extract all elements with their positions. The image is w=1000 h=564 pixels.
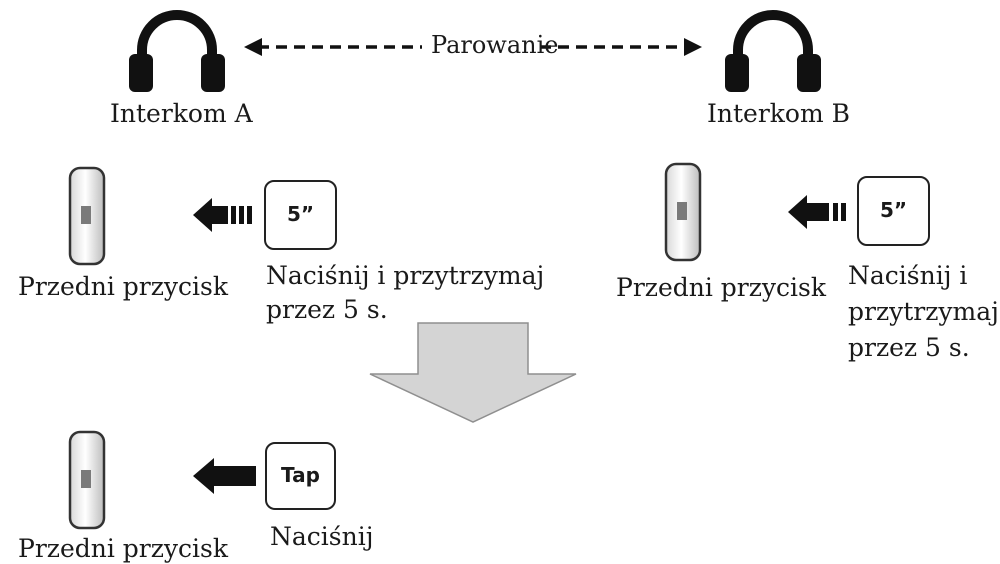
down-arrow-icon — [369, 322, 577, 423]
hold-key-box — [264, 180, 337, 250]
front-button-icon — [664, 162, 702, 262]
hold-instruction-line: przytrzymaj — [848, 297, 999, 326]
front-button-label: Przedni przycisk — [18, 534, 229, 563]
front-button-icon — [68, 166, 106, 266]
tap-key-box — [265, 442, 336, 510]
hold-key-box — [857, 176, 930, 246]
press-arrow-icon — [193, 198, 252, 232]
tap-key-label: Tap — [281, 463, 320, 487]
press-arrow-icon — [193, 458, 256, 494]
front-button-label: Przedni przycisk — [18, 272, 229, 301]
front-button-label: Przedni przycisk — [616, 273, 827, 302]
tap-instruction: Naciśnij — [270, 522, 374, 551]
hold-instruction-line: przez 5 s. — [266, 295, 388, 324]
intercom-b-label: Interkom B — [707, 99, 850, 128]
hold-instruction-line: Naciśnij i przytrzymaj — [266, 261, 545, 290]
hold-instruction-line: przez 5 s. — [848, 333, 970, 362]
hold-instruction-line: Naciśnij i — [848, 261, 968, 290]
hold-key-label: 5” — [286, 202, 315, 226]
hold-key-label: 5” — [879, 198, 908, 222]
front-button-icon — [68, 430, 106, 530]
press-arrow-icon — [788, 195, 846, 229]
headset-a-icon — [129, 10, 225, 92]
pairing-double-arrow — [244, 38, 702, 56]
pairing-label: Parowanie — [431, 31, 559, 59]
intercom-a-label: Interkom A — [110, 99, 253, 128]
headset-b-icon — [725, 10, 821, 92]
